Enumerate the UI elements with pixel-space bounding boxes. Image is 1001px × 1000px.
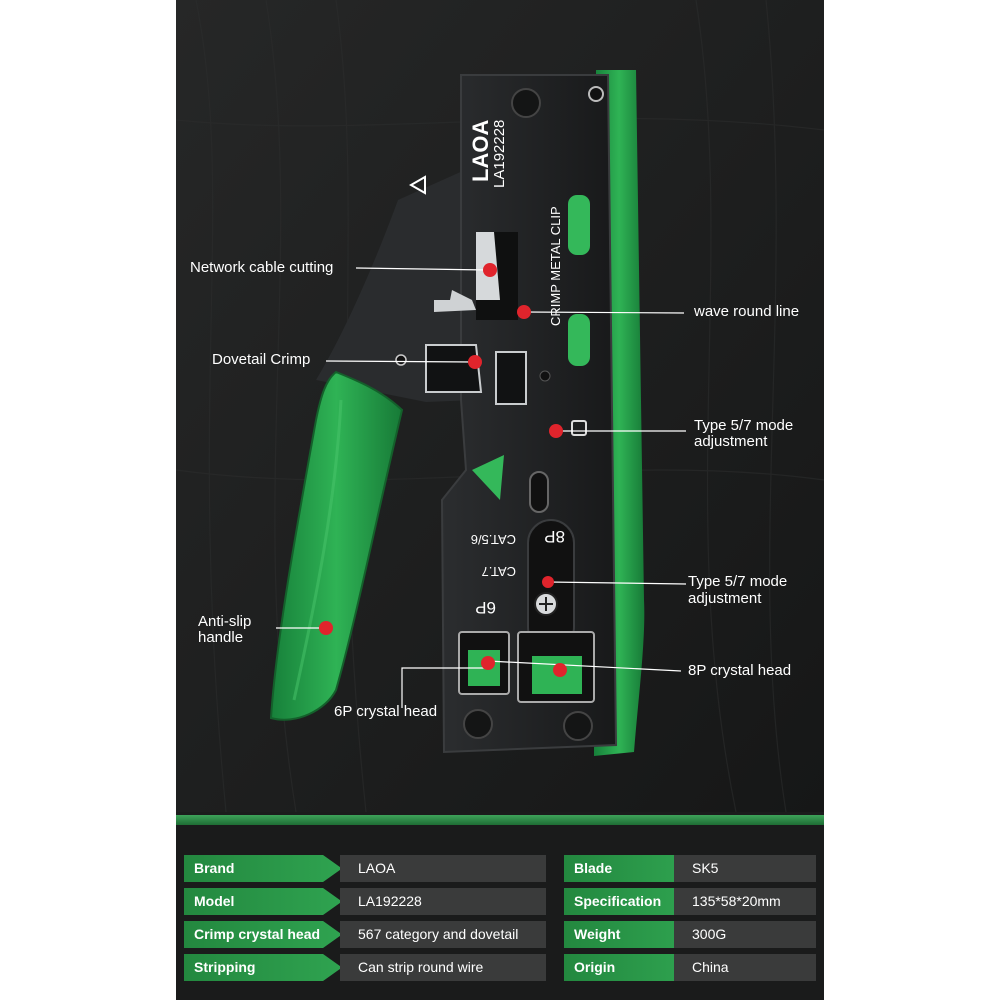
callout-8p-crystal-head: 8P crystal head bbox=[688, 662, 792, 679]
spec-row-blade: Blade SK5 bbox=[564, 855, 816, 882]
tool-cat7-text: CAT.7 bbox=[482, 564, 516, 579]
spec-row-model: Model LA192228 bbox=[184, 888, 546, 915]
spec-value: SK5 bbox=[674, 855, 816, 882]
callout-lines bbox=[276, 267, 687, 708]
callout-dovetail-crimp: Dovetail Crimp bbox=[212, 351, 311, 368]
mode-slider-slot bbox=[529, 471, 549, 513]
green-slot-bottom bbox=[568, 314, 590, 366]
callout-type57-b-line2: adjustment bbox=[688, 590, 762, 607]
screw-top bbox=[511, 88, 541, 118]
dovetail-die bbox=[425, 344, 483, 393]
spec-label: Brand bbox=[184, 855, 342, 882]
spec-row-brand: Brand LAOA bbox=[184, 855, 546, 882]
callout-network-cable-cutting: Network cable cutting bbox=[190, 259, 334, 276]
lock-icon bbox=[571, 420, 587, 436]
spec-row-crimp-crystal-head: Crimp crystal head 567 category and dove… bbox=[184, 921, 546, 948]
spec-row-origin: Origin China bbox=[564, 954, 816, 981]
green-slot-top bbox=[568, 195, 590, 255]
spec-label: Specification bbox=[564, 888, 692, 915]
spec-value: LAOA bbox=[340, 855, 546, 882]
handle-highlight bbox=[292, 399, 343, 701]
callout-wave-round-line: wave round line bbox=[694, 303, 800, 320]
callout-type57-b-line1: Type 5/7 mode bbox=[688, 573, 788, 590]
spec-label: Blade bbox=[564, 855, 692, 882]
tool-cat56-text: CAT.5/6 bbox=[471, 532, 516, 547]
laoa-logo bbox=[408, 175, 426, 195]
spec-label: Stripping bbox=[184, 954, 342, 981]
tool-crimp-metal-clip-text: CRIMP METAL CLIP bbox=[548, 206, 563, 326]
tool-8p-text: 8P bbox=[544, 527, 565, 546]
callout-6p-crystal-head: 6P crystal head bbox=[334, 703, 438, 720]
callout-antislip-line2: handle bbox=[198, 629, 244, 646]
tool-model-text: LA192228 bbox=[491, 120, 508, 188]
crimping-tool-photo: LAOA LA192228 CRIMP METAL CLIP CAT.5/6 C… bbox=[176, 0, 824, 812]
screw-bottom-right bbox=[563, 711, 593, 741]
spec-value: 567 category and dovetail bbox=[340, 921, 546, 948]
specification-table: Brand LAOA Model LA192228 Crimp crystal … bbox=[176, 825, 824, 1000]
pivot-hole bbox=[395, 354, 407, 366]
green-notch bbox=[472, 455, 504, 500]
spec-row-weight: Weight 300G bbox=[564, 921, 816, 948]
small-hole bbox=[539, 370, 551, 382]
spec-label: Crimp crystal head bbox=[184, 921, 342, 948]
spec-label: Weight bbox=[564, 921, 692, 948]
spec-row-stripping: Stripping Can strip round wire bbox=[184, 954, 546, 981]
tool-6p-text: 6P bbox=[475, 598, 496, 617]
callout-type57-a-line2: adjustment bbox=[694, 433, 768, 450]
screw-bottom-left bbox=[463, 709, 493, 739]
callout-type57-a-line1: Type 5/7 mode bbox=[694, 417, 794, 434]
spec-row-specification: Specification 135*58*20mm bbox=[564, 888, 816, 915]
wave-die bbox=[495, 351, 527, 405]
spec-value: Can strip round wire bbox=[340, 954, 546, 981]
spec-label: Model bbox=[184, 888, 342, 915]
pin-top bbox=[588, 86, 604, 102]
spec-value: LA192228 bbox=[340, 888, 546, 915]
green-divider-strip bbox=[176, 815, 824, 825]
tool-brand-text: LAOA bbox=[468, 120, 493, 182]
callout-antislip-line1: Anti-slip bbox=[198, 613, 252, 630]
cutting-jaw bbox=[316, 165, 476, 402]
spec-value: 135*58*20mm bbox=[674, 888, 816, 915]
adjustment-screw-slot bbox=[539, 597, 553, 611]
spec-label: Origin bbox=[564, 954, 692, 981]
product-image-panel: LAOA LA192228 CRIMP METAL CLIP CAT.5/6 C… bbox=[176, 0, 824, 1000]
red-markers bbox=[319, 263, 567, 677]
anti-slip-handle bbox=[269, 370, 404, 721]
spec-value: 300G bbox=[674, 921, 816, 948]
stripping-blade bbox=[434, 290, 476, 312]
spec-value: China bbox=[674, 954, 816, 981]
